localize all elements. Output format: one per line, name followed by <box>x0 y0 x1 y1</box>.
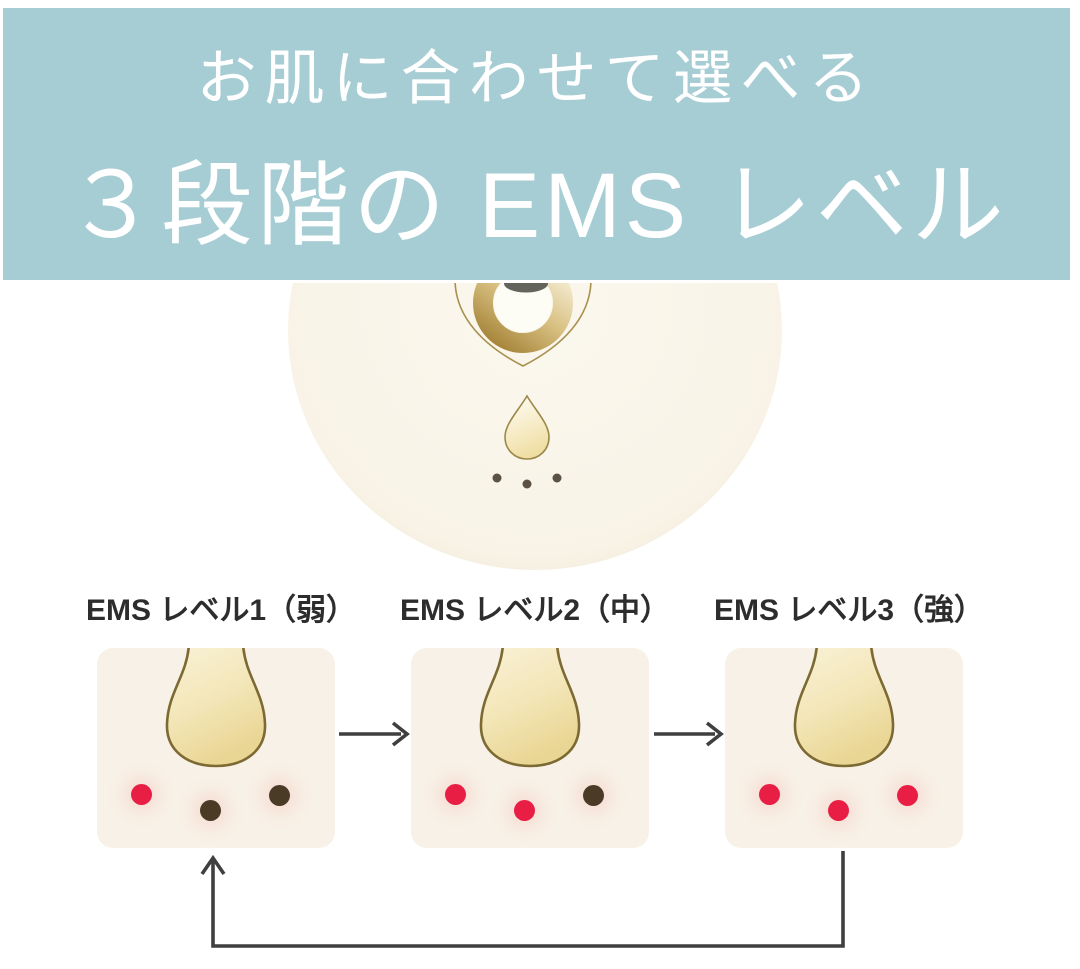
product-photo <box>288 283 782 570</box>
gold-drop-head-icon <box>793 648 895 768</box>
device-top-button <box>504 283 548 293</box>
level-1-label: EMS レベル1（弱） <box>86 594 357 627</box>
banner-title: ３段階の EMS レベル <box>65 155 1008 257</box>
ems-dot-2 <box>514 800 535 821</box>
level-3-label: EMS レベル3（強） <box>714 594 985 627</box>
level-2-panel <box>411 648 649 848</box>
level-1-panel <box>97 648 335 848</box>
gold-drop-head-icon <box>479 648 581 768</box>
ems-dot-3 <box>583 785 604 806</box>
device-indicator-dots <box>492 473 562 489</box>
arrow-level2-to-3-icon <box>654 721 724 747</box>
ems-dot-3 <box>269 785 290 806</box>
ems-dot-1 <box>759 784 780 805</box>
device-dial-center <box>494 283 552 332</box>
ems-dot-1 <box>445 784 466 805</box>
ems-dot-2 <box>828 800 849 821</box>
ems-dot-1 <box>131 784 152 805</box>
device-drop-mark <box>504 394 550 460</box>
device-dial-ring <box>473 283 573 353</box>
level-3-panel <box>725 648 963 848</box>
banner-subtitle: お肌に合わせて選べる <box>196 45 877 112</box>
ems-dot-2 <box>200 800 221 821</box>
arrow-level1-to-2-icon <box>339 721 410 747</box>
arrow-reset-loop-icon <box>200 851 845 948</box>
gold-drop-head-icon <box>165 648 267 768</box>
level-2-label: EMS レベル2（中） <box>400 594 671 627</box>
header-banner: お肌に合わせて選べる ３段階の EMS レベル <box>3 8 1070 280</box>
ems-dot-3 <box>897 785 918 806</box>
